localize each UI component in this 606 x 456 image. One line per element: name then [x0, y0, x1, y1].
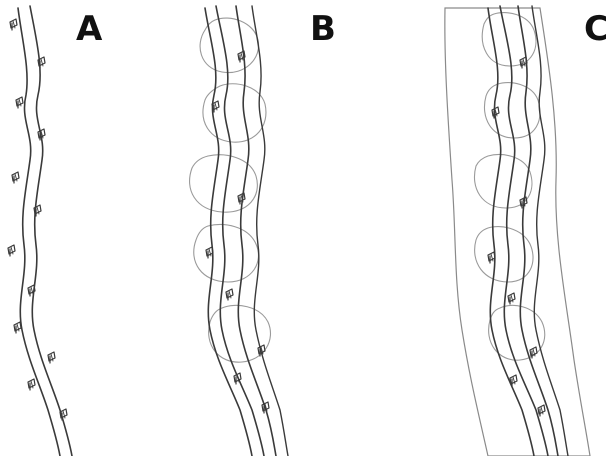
panel-a: A: [8, 6, 103, 456]
panel-a-filament-right: [30, 6, 72, 456]
panel-b-blobs: [190, 18, 271, 362]
panel-a-label: A: [76, 9, 103, 49]
panel-b-label: B: [310, 9, 336, 49]
panel-c-label: C: [584, 9, 606, 49]
panel-b: B: [190, 6, 336, 456]
panel-c-filament-right: [518, 6, 558, 456]
panel-c: C: [445, 6, 606, 456]
panel-a-filament-left: [18, 8, 60, 456]
